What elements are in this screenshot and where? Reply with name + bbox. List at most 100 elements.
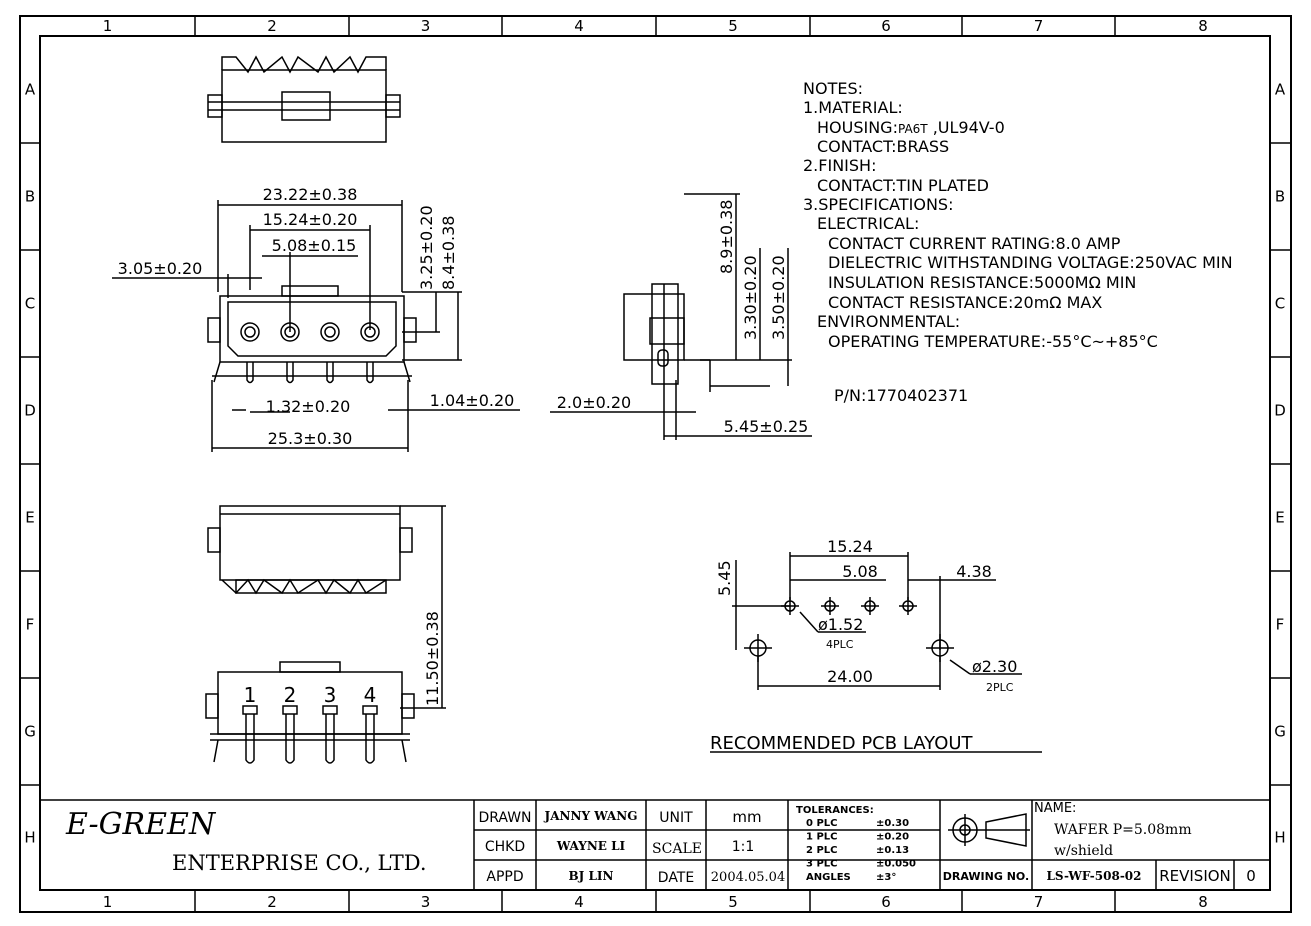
grid-row-H-right: H xyxy=(1274,829,1285,847)
grid-row-C-right: C xyxy=(1275,295,1285,313)
grid-col-6-top: 6 xyxy=(881,17,891,35)
tol-row-0-label: 0 PLC xyxy=(806,818,837,829)
grid-row-D-left: D xyxy=(24,402,36,420)
unit-label: UNIT xyxy=(659,810,693,826)
grid-row-F-right: F xyxy=(1276,616,1285,634)
notes-contact-res: CONTACT RESISTANCE:20mΩ MAX xyxy=(828,293,1102,312)
dim-front-pitch: 5.08±0.15 xyxy=(272,236,357,255)
grid-col-7-top: 7 xyxy=(1034,17,1044,35)
pin-label-2: 2 xyxy=(284,683,297,707)
appd-value: BJ LIN xyxy=(568,869,613,883)
date-label: DATE xyxy=(658,870,694,886)
scale-value: 1:1 xyxy=(732,839,755,855)
side-view: 8.9±0.38 3.30±0.20 3.50±0.20 2.0±0.20 5.… xyxy=(550,193,812,440)
pin-body-1 xyxy=(245,714,255,764)
front-contact-2 xyxy=(280,322,300,342)
projection-symbol-icon xyxy=(948,813,1030,847)
drawing-no-label: DRAWING NO. xyxy=(943,870,1029,883)
dim-front-pin: 1.32±0.20 xyxy=(266,397,351,416)
part-number: P/N:1770402371 xyxy=(834,386,968,405)
grid-col-7-bottom: 7 xyxy=(1034,893,1044,911)
notes-finish: 2.FINISH: xyxy=(803,156,876,175)
grid-row-A-left: A xyxy=(25,81,36,99)
notes-contact: CONTACT:BRASS xyxy=(817,137,949,156)
front-pin-4 xyxy=(366,362,374,384)
grid-col-8-top: 8 xyxy=(1198,17,1208,35)
dim-height-total: 11.50±0.38 xyxy=(423,611,442,706)
grid-row-H-left: H xyxy=(24,829,35,847)
front-contact-1 xyxy=(240,322,260,342)
drawn-value: JANNY WANG xyxy=(544,809,638,823)
front-view: 23.22±0.38 15.24±0.20 5.08±0.15 3.05±0.2… xyxy=(112,185,520,452)
drawing-no-value: LS-WF-508-02 xyxy=(1046,869,1141,883)
dim-side-h2: 3.30±0.20 xyxy=(741,255,760,340)
dim-pcb-hole1-count: 4PLC xyxy=(826,638,854,651)
pin-body-3 xyxy=(325,714,335,764)
front-contact-3 xyxy=(320,322,340,342)
revision-label: REVISION xyxy=(1159,867,1231,885)
grid-row-E-left: E xyxy=(25,509,34,527)
dim-pcb-offset: 4.38 xyxy=(956,562,992,581)
notes-contact-finish: CONTACT:TIN PLATED xyxy=(817,176,989,195)
title-block xyxy=(40,799,1270,890)
appd-label: APPD xyxy=(486,869,523,885)
tol-row-1-value: ±0.20 xyxy=(876,832,909,843)
dim-front-h1: 3.25±0.20 xyxy=(417,205,436,290)
grid-col-3-bottom: 3 xyxy=(421,893,431,911)
chkd-label: CHKD xyxy=(485,839,525,855)
notes-current: CONTACT CURRENT RATING:8.0 AMP xyxy=(828,234,1121,253)
pcb-layout: 15.24 5.08 4.38 5.45 ø1.52 4PLC 24.00 ø2… xyxy=(710,537,1042,754)
outer-border xyxy=(19,15,1292,913)
date-value: 2004.05.04 xyxy=(711,870,785,885)
svg-text:HOUSING:PA6T ,UL94V-0: HOUSING:PA6T ,UL94V-0 xyxy=(817,118,1005,137)
tol-row-2-label: 2 PLC xyxy=(806,845,837,856)
dim-pcb-hole1: ø1.52 xyxy=(818,615,863,634)
notes-insulation: INSULATION RESISTANCE:5000MΩ MIN xyxy=(828,273,1136,292)
tol-row-1-label: 1 PLC xyxy=(806,832,837,843)
notes-block: NOTES: 1.MATERIAL: HOUSING:PA6T ,UL94V-0… xyxy=(803,79,1233,405)
dim-front-overall: 23.22±0.38 xyxy=(263,185,358,204)
grid-row-E-right: E xyxy=(1275,509,1284,527)
grid-col-8-bottom: 8 xyxy=(1198,893,1208,911)
drawn-label: DRAWN xyxy=(478,810,531,826)
tol-row-4-label: ANGLES xyxy=(806,872,851,883)
pin-body-4 xyxy=(365,714,375,764)
top-view xyxy=(207,55,401,143)
dim-front-tab: 1.04±0.20 xyxy=(430,391,515,410)
dim-front-h2: 8.4±0.38 xyxy=(439,216,458,290)
dim-pcb-span: 24.00 xyxy=(827,667,873,686)
part-name-line2: w/shield xyxy=(1054,843,1113,859)
grid-row-G-left: G xyxy=(24,723,36,741)
dim-side-w2: 5.45±0.25 xyxy=(724,417,809,436)
bottom-view xyxy=(207,505,446,708)
scale-label: SCALE xyxy=(652,841,702,857)
dim-side-h1: 8.9±0.38 xyxy=(717,200,736,274)
pin-label-4: 4 xyxy=(364,683,377,707)
grid-row-B-right: B xyxy=(1275,188,1285,206)
notes-environmental: ENVIRONMENTAL: xyxy=(817,312,960,331)
tol-row-0-value: ±0.30 xyxy=(876,818,909,829)
notes-material: 1.MATERIAL: xyxy=(803,98,903,117)
notes-dielectric: DIELECTRIC WITHSTANDING VOLTAGE:250VAC M… xyxy=(828,253,1233,272)
pin-label-1: 1 xyxy=(244,683,257,707)
part-name-line1: WAFER P=5.08mm xyxy=(1054,822,1192,838)
grid-row-D-right: D xyxy=(1274,402,1286,420)
pin-body-2 xyxy=(285,714,295,764)
notes-specs: 3.SPECIFICATIONS: xyxy=(803,195,953,214)
grid-col-1-top: 1 xyxy=(103,17,113,35)
tol-row-3-value: ±0.050 xyxy=(876,859,916,870)
company-name: E-GREEN xyxy=(65,807,217,842)
inner-border xyxy=(39,35,1271,891)
grid-row-A-right: A xyxy=(1275,81,1286,99)
dim-pcb-vert: 5.45 xyxy=(715,560,734,596)
dim-pcb-hole2-count: 2PLC xyxy=(986,681,1014,694)
grid-col-3-top: 3 xyxy=(421,17,431,35)
tol-row-3-label: 3 PLC xyxy=(806,859,837,870)
revision-value: 0 xyxy=(1246,867,1256,885)
tolerances-label: TOLERANCES: xyxy=(796,805,874,816)
notes-housing-pa6t: PA6T xyxy=(898,122,928,136)
notes-operating: OPERATING TEMPERATURE:-55°C~+85°C xyxy=(828,332,1158,351)
